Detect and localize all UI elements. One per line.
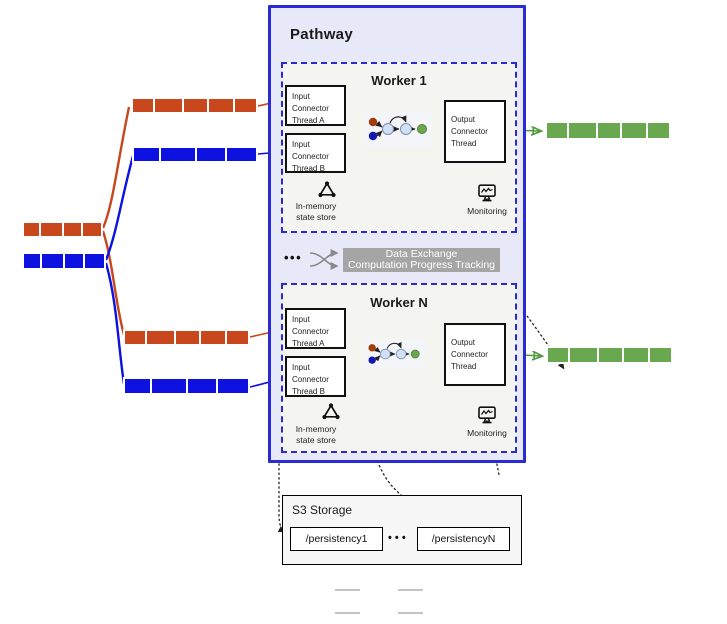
stream-segment [234,99,256,112]
workerN-state-store-label: In-memory state store [295,424,337,446]
stream-segment [200,331,225,344]
stream-segment [647,123,670,138]
source-stream-bar-orange [22,221,103,238]
dataflow-graph-icon [366,339,424,369]
stream-segment [649,348,671,362]
stream-segment [134,148,160,161]
s3-storage-title: S3 Storage [292,503,353,517]
worker1-state-store-label: In-memory state store [295,201,337,223]
stream-segment [622,123,646,138]
legend-line [398,589,423,591]
worker1-stream-bar-orange [131,97,258,114]
stream-segment [548,348,569,362]
exchange-ellipsis: ••• [284,250,303,265]
stream-segment [184,99,207,112]
source-stream-bar-blue [22,252,106,270]
worker1-monitoring-label: Monitoring [467,206,507,216]
stream-segment [208,99,233,112]
stream-segment [623,348,648,362]
stream-segment [599,348,622,362]
stream-segment [161,148,195,161]
workerN-input-connector-a: Input Connector Thread A [285,308,346,349]
data-exchange-line2: Computation Progress Tracking [347,259,496,271]
worker1-output-connector: Output Connector Thread [444,100,506,163]
stream-segment [42,254,64,268]
s3-ellipsis: • • • [388,532,406,544]
workerN-title: Worker N [370,295,428,310]
worker1-stream-bar-blue [132,146,258,163]
stream-segment [65,254,84,268]
legend-line [335,612,360,614]
stream-segment [41,223,62,236]
workerN-output-connector: Output Connector Thread [444,323,506,386]
stream-segment [147,331,175,344]
output-stream-bar-green-N [546,346,673,364]
stream-segment [188,379,217,393]
state-store-icon [318,181,336,198]
legend-line [398,612,423,614]
stream-segment [176,331,199,344]
stream-segment [152,379,187,393]
legend-line [335,589,360,591]
shuffle-icon [309,249,339,270]
dataflow-graph-icon [366,112,432,146]
stream-segment [597,123,621,138]
persistency1-box: /persistency1 [290,527,383,551]
workerN-input-connector-b: Input Connector Thread B [285,356,346,397]
stream-segment [63,223,82,236]
stream-segment [218,379,248,393]
stream-segment [547,123,568,138]
monitoring-icon [478,406,496,424]
stream-segment [24,254,41,268]
pathway-title: Pathway [290,26,353,43]
persistencyN-box: /persistencyN [417,527,510,551]
output-stream-bar-green-1 [545,121,671,140]
monitoring-icon [478,184,496,202]
stream-segment [85,254,104,268]
stream-segment [125,379,151,393]
state-store-icon [322,403,340,420]
stream-segment [133,99,154,112]
data-exchange-box: Data Exchange Computation Progress Track… [343,248,500,272]
stream-segment [24,223,40,236]
workerN-monitoring-label: Monitoring [467,428,507,438]
stream-segment [226,331,248,344]
workerN-output-label: Output Connector Thread [451,337,488,371]
stream-segment [196,148,225,161]
worker1-title: Worker 1 [371,73,427,88]
stream-segment [155,99,183,112]
workerN-stream-bar-blue [123,377,250,395]
stream-segment [125,331,146,344]
worker1-output-label: Output Connector Thread [451,114,488,148]
workerN-stream-bar-orange [123,329,250,346]
stream-segment [83,223,101,236]
stream-segment [569,123,596,138]
data-exchange-line1: Data Exchange [385,248,458,260]
worker1-input-connector-b: Input Connector Thread B [285,133,346,173]
stream-segment [226,148,256,161]
stream-segment [570,348,598,362]
worker1-input-connector-a: Input Connector Thread A [285,85,346,126]
